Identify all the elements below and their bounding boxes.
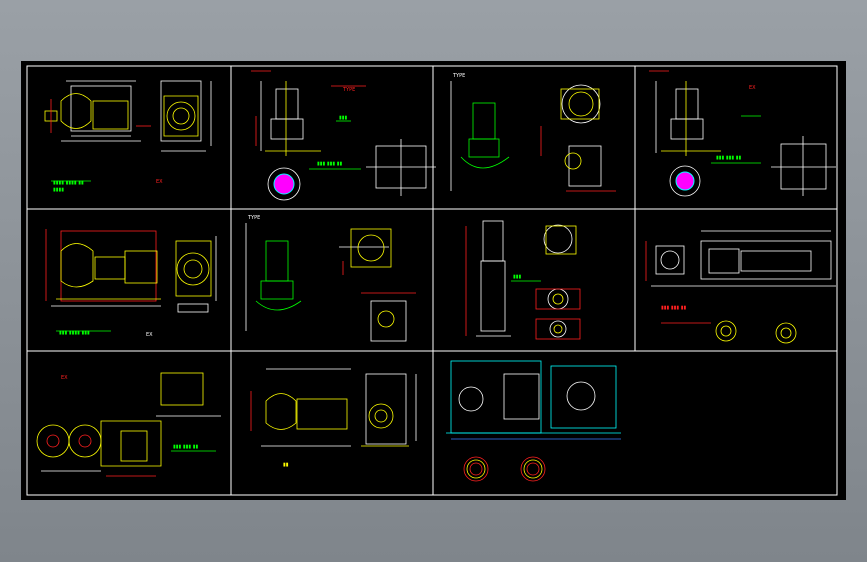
svg-text:▮▮▮▮ ▮▮▮▮ ▮▮: ▮▮▮▮ ▮▮▮▮ ▮▮ <box>53 180 84 186</box>
cell3-type-label: TYPE <box>452 73 465 79</box>
cell-end-suction-pump: ▮▮▮ ▮▮▮▮ ▮▮▮ EX <box>45 229 217 338</box>
cell9-example-label: EX <box>61 375 68 381</box>
cell-double-suction-pump: ▮▮▮ ▮▮▮ ▮▮ EX <box>36 372 221 477</box>
svg-text:▮▮▮ ▮▮▮ ▮▮: ▮▮▮ ▮▮▮ ▮▮ <box>317 161 342 167</box>
cell-skid-pump-assembly <box>446 360 621 482</box>
flange-magenta-2 <box>675 171 695 191</box>
svg-text:▮▮▮ ▮▮▮ ▮▮: ▮▮▮ ▮▮▮ ▮▮ <box>173 444 198 450</box>
cell1-example-label: EX <box>156 179 163 185</box>
svg-text:▮▮: ▮▮ <box>283 462 289 468</box>
cell2-type-label: TYPE <box>342 87 355 93</box>
cell-horizontal-pump-10: ▮▮ <box>250 368 417 468</box>
cell-vertical-pump-6: TYPE <box>245 215 416 342</box>
drawing-sheet: ▮▮▮▮ ▮▮▮▮ ▮▮ ▮▮▮▮ EX <box>21 61 846 500</box>
svg-text:▮▮▮ ▮▮▮▮ ▮▮▮: ▮▮▮ ▮▮▮▮ ▮▮▮ <box>59 330 90 336</box>
cell-horizontal-pump-1: ▮▮▮▮ ▮▮▮▮ ▮▮ ▮▮▮▮ EX <box>44 80 212 193</box>
svg-text:▮▮▮: ▮▮▮ <box>339 115 348 121</box>
svg-text:▮▮▮ ▮▮▮ ▮▮: ▮▮▮ ▮▮▮ ▮▮ <box>716 155 741 161</box>
svg-text:▮▮▮: ▮▮▮ <box>513 274 522 280</box>
svg-text:▮▮▮▮: ▮▮▮▮ <box>53 187 64 193</box>
cell6-type-label: TYPE <box>247 215 260 221</box>
cell-vertical-pump-3: TYPE <box>450 73 616 192</box>
cell-horizontal-multistage-pump: ▮▮▮ ▮▮▮ ▮▮ <box>645 230 836 344</box>
cell-multistage-pump: ▮▮▮ <box>465 220 581 340</box>
cell4-example-label: EX <box>749 85 756 91</box>
svg-text:▮▮▮ ▮▮▮ ▮▮: ▮▮▮ ▮▮▮ ▮▮ <box>661 305 686 311</box>
flange-magenta-1 <box>273 173 295 195</box>
outer-border <box>26 65 838 496</box>
sheet-frame <box>26 65 838 496</box>
cell-vertical-pump-2: ▮▮▮ ▮▮▮ ▮▮ ▮▮▮ TYPE <box>251 70 436 201</box>
cell5-example-label: EX <box>146 332 153 338</box>
cell-vertical-pump-4: ▮▮▮ ▮▮▮ ▮▮ EX <box>649 70 836 197</box>
pump-drawing-canvas: ▮▮▮▮ ▮▮▮▮ ▮▮ ▮▮▮▮ EX <box>26 65 838 496</box>
